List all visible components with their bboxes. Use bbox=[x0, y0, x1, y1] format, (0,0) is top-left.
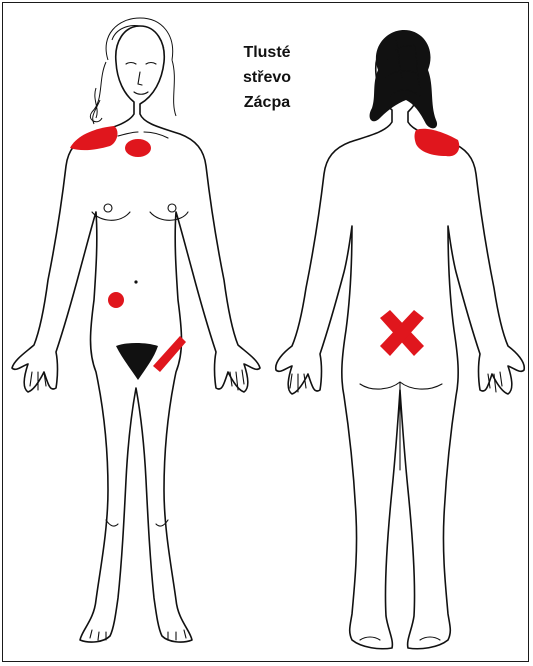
front-abdomen-mark bbox=[108, 292, 124, 308]
front-body-outline bbox=[12, 26, 260, 642]
front-chest-mark bbox=[125, 139, 151, 157]
front-navel bbox=[134, 280, 137, 283]
front-figure bbox=[12, 18, 260, 642]
